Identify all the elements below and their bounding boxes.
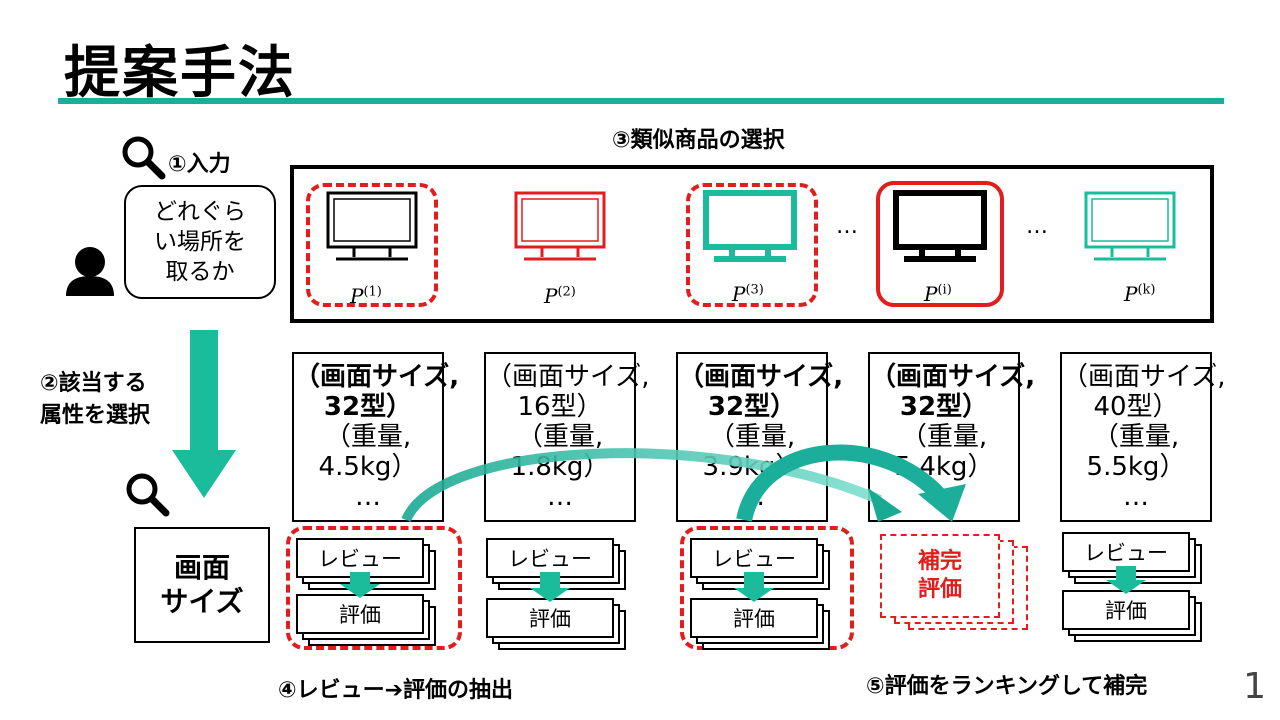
attr-line: 32型） bbox=[899, 392, 989, 422]
attribute-box: 画面 サイズ bbox=[134, 527, 270, 643]
monitor-icon bbox=[703, 190, 797, 262]
product-label-1: P(1) bbox=[350, 284, 382, 308]
page-number: 1 bbox=[1243, 666, 1266, 707]
attr-line: （重量, bbox=[324, 422, 412, 452]
selection-product-3 bbox=[686, 183, 818, 307]
attr-line: 16型） bbox=[517, 392, 603, 422]
step-complement-label: ⑤評価をランキングして補完 bbox=[866, 674, 1148, 699]
selection-product-i bbox=[876, 181, 1004, 307]
selection-product-1 bbox=[306, 183, 438, 307]
attribute-box-3: （画面サイズ, 32型） （重量, 3.9kg） … bbox=[676, 352, 844, 522]
attr-line: （重量, bbox=[708, 422, 796, 452]
product-label-k: P(k) bbox=[1124, 282, 1156, 306]
review-card: レビュー bbox=[296, 538, 424, 578]
monitor-icon bbox=[893, 190, 987, 262]
attr-line: 4.5kg） bbox=[318, 452, 418, 482]
attr-line: （画面サイズ, bbox=[486, 362, 650, 392]
query-bubble: どれぐら い場所を 取るか bbox=[124, 185, 276, 299]
selection-group-1 bbox=[286, 526, 462, 650]
product-label-3: P(3) bbox=[732, 282, 764, 306]
attr-line: 40型） bbox=[1093, 392, 1179, 422]
attr-line: （画面サイズ, bbox=[294, 362, 460, 392]
attr-line: （画面サイズ, bbox=[870, 362, 1036, 392]
attr-more: … bbox=[1123, 482, 1149, 512]
title-underline bbox=[58, 98, 1224, 104]
step-input-label: ①入力 bbox=[168, 152, 231, 177]
complement-rating-card: 補完 評価 bbox=[880, 534, 1000, 618]
attribute-box-2: （画面サイズ, 16型） （重量, 1.8kg） … bbox=[484, 352, 650, 522]
attr-line: 32型） bbox=[323, 392, 413, 422]
monitor-icon bbox=[326, 191, 418, 261]
attr-line: （重量, bbox=[900, 422, 988, 452]
step-select-products-label: ③類似商品の選択 bbox=[612, 128, 785, 153]
product-label-i: P(i) bbox=[924, 282, 952, 306]
attr-line: 5.5kg） bbox=[1086, 452, 1186, 482]
page-title: 提案手法 bbox=[64, 41, 296, 106]
attr-line: （重量, bbox=[516, 422, 604, 452]
attr-more: … bbox=[355, 482, 381, 512]
product-label-2: P(2) bbox=[544, 284, 576, 308]
monitor-icon bbox=[1084, 191, 1176, 261]
step-select-attribute-label: ②該当する 属性を選択 bbox=[40, 368, 150, 432]
attr-line: （画面サイズ, bbox=[678, 362, 844, 392]
attr-more: … bbox=[547, 482, 573, 512]
attr-line: （重量, bbox=[1092, 422, 1180, 452]
review-card: レビュー bbox=[690, 538, 818, 578]
products-frame bbox=[290, 165, 1214, 323]
step-select-attribute-line1: ②該当する bbox=[40, 371, 147, 396]
step-select-attribute-line2: 属性を選択 bbox=[40, 403, 151, 428]
ellipsis-1: … bbox=[836, 214, 858, 239]
attr-line: （画面サイズ, bbox=[1062, 362, 1226, 392]
monitor-icon bbox=[514, 191, 606, 261]
attribute-box-k: （画面サイズ, 40型） （重量, 5.5kg） … bbox=[1060, 352, 1226, 522]
attribute-box-1: （画面サイズ, 32型） （重量, 4.5kg） … bbox=[292, 352, 460, 522]
attr-line: 32型） bbox=[707, 392, 797, 422]
ellipsis-2: … bbox=[1026, 214, 1048, 239]
step-extract-label: ④レビュー➔評価の抽出 bbox=[278, 678, 514, 703]
